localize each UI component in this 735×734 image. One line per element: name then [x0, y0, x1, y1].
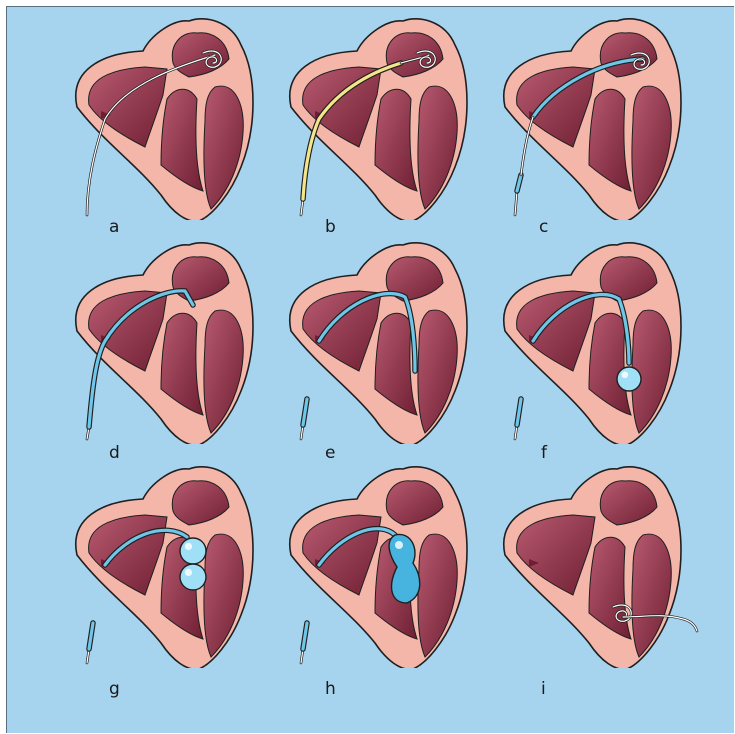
panel-label: i	[541, 681, 546, 698]
left-ventricle-chamber	[632, 534, 671, 657]
left-ventricle-chamber	[418, 534, 457, 657]
heart-illustration	[76, 19, 253, 220]
panel-i: i	[493, 463, 703, 668]
panel-h: h	[279, 463, 489, 668]
panel-b: b	[279, 15, 489, 220]
left-ventricle-chamber	[204, 310, 243, 433]
introducer-sheath	[517, 399, 521, 425]
introducer-sheath	[89, 623, 93, 649]
balloon-lower	[180, 564, 206, 590]
panel-g: g	[65, 463, 275, 668]
panel-label: g	[109, 681, 120, 698]
balloon-highlight	[621, 371, 628, 378]
panel-label: b	[325, 219, 336, 236]
panel-c: c	[493, 15, 703, 220]
balloon	[617, 367, 641, 391]
panel-d: d	[65, 239, 275, 444]
figure-canvas: a b c d e f g h i	[6, 6, 734, 733]
heart-illustration	[290, 467, 467, 668]
panel-a: a	[65, 15, 275, 220]
left-ventricle-chamber	[204, 86, 243, 209]
heart-illustration	[290, 243, 467, 444]
panel-label: f	[541, 445, 547, 462]
left-ventricle-chamber	[204, 534, 243, 657]
introducer-sheath	[303, 623, 307, 649]
panel-label: h	[325, 681, 336, 698]
heart-illustration	[504, 19, 681, 220]
heart-illustration	[504, 467, 681, 668]
balloon-upper-highlight	[185, 543, 192, 550]
left-ventricle-chamber	[418, 310, 457, 433]
left-ventricle-chamber	[632, 86, 671, 209]
balloon-highlight	[395, 541, 403, 549]
panel-label: e	[325, 445, 335, 462]
panel-label: c	[539, 219, 548, 236]
introducer-sheath	[303, 399, 307, 425]
panel-e: e	[279, 239, 489, 444]
heart-illustration	[504, 243, 681, 444]
panel-f: f	[493, 239, 703, 444]
panel-label: d	[109, 445, 120, 462]
balloon-upper	[180, 538, 206, 564]
heart-illustration	[76, 467, 253, 668]
left-ventricle-chamber	[418, 86, 457, 209]
balloon-lower-highlight	[185, 569, 192, 576]
panel-label: a	[109, 219, 119, 236]
